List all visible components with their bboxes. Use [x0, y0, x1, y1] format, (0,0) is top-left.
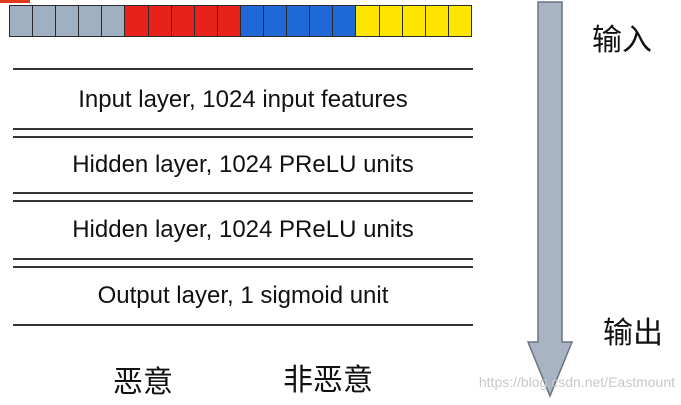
hidden-layer-2-row: Hidden layer, 1024 PReLU units — [13, 202, 473, 258]
hidden-layer-1-label: Hidden layer, 1024 PReLU units — [72, 151, 414, 178]
feature-cell-blue — [333, 6, 357, 36]
input-direction-label: 输入 — [592, 23, 652, 58]
layer-divider — [13, 324, 473, 326]
flow-arrow — [526, 0, 576, 400]
hidden-layer-1-row: Hidden layer, 1024 PReLU units — [13, 138, 473, 192]
corner-accent — [0, 0, 30, 3]
feature-cell-gray — [56, 6, 80, 36]
input-layer-label: Input layer, 1024 input features — [78, 86, 408, 113]
feature-cell-red — [171, 6, 195, 36]
feature-cell-gray — [10, 6, 34, 36]
output-layer-label: Output layer, 1 sigmoid unit — [97, 282, 389, 309]
layer-divider — [13, 68, 473, 70]
feature-cell-red — [148, 6, 172, 36]
feature-cell-yellow — [402, 6, 426, 36]
feature-cell-red — [125, 6, 149, 36]
layer-divider — [13, 266, 473, 268]
feature-cell-blue — [240, 6, 265, 36]
feature-cell-gray — [102, 6, 126, 36]
feature-cell-red — [194, 6, 218, 36]
feature-cell-blue — [287, 6, 311, 36]
feature-cell-yellow — [379, 6, 403, 36]
benign-label: 非恶意 — [283, 363, 373, 398]
feature-cell-yellow — [356, 6, 380, 36]
feature-cell-yellow — [425, 6, 449, 36]
feature-cell-yellow — [448, 6, 471, 36]
layer-divider — [13, 200, 473, 202]
network-layer-stack: Input layer, 1024 input features Hidden … — [13, 68, 473, 326]
layer-divider — [13, 258, 473, 260]
hidden-layer-2-label: Hidden layer, 1024 PReLU units — [72, 216, 414, 243]
layer-divider — [13, 192, 473, 194]
down-arrow-icon — [526, 1, 574, 398]
feature-cell-blue — [310, 6, 334, 36]
feature-cell-blue — [264, 6, 288, 36]
feature-vector-strip — [9, 5, 472, 37]
malicious-label: 恶意 — [113, 365, 173, 400]
output-layer-row: Output layer, 1 sigmoid unit — [13, 268, 473, 324]
feature-cell-gray — [79, 6, 103, 36]
input-layer-row: Input layer, 1024 input features — [13, 72, 473, 128]
feature-cell-red — [217, 6, 241, 36]
output-direction-label: 输出 — [603, 316, 663, 351]
feature-cell-gray — [33, 6, 57, 36]
watermark-text: https://blog.csdn.net/Eastmount — [478, 374, 675, 390]
layer-divider — [13, 136, 473, 138]
layer-divider — [13, 128, 473, 130]
